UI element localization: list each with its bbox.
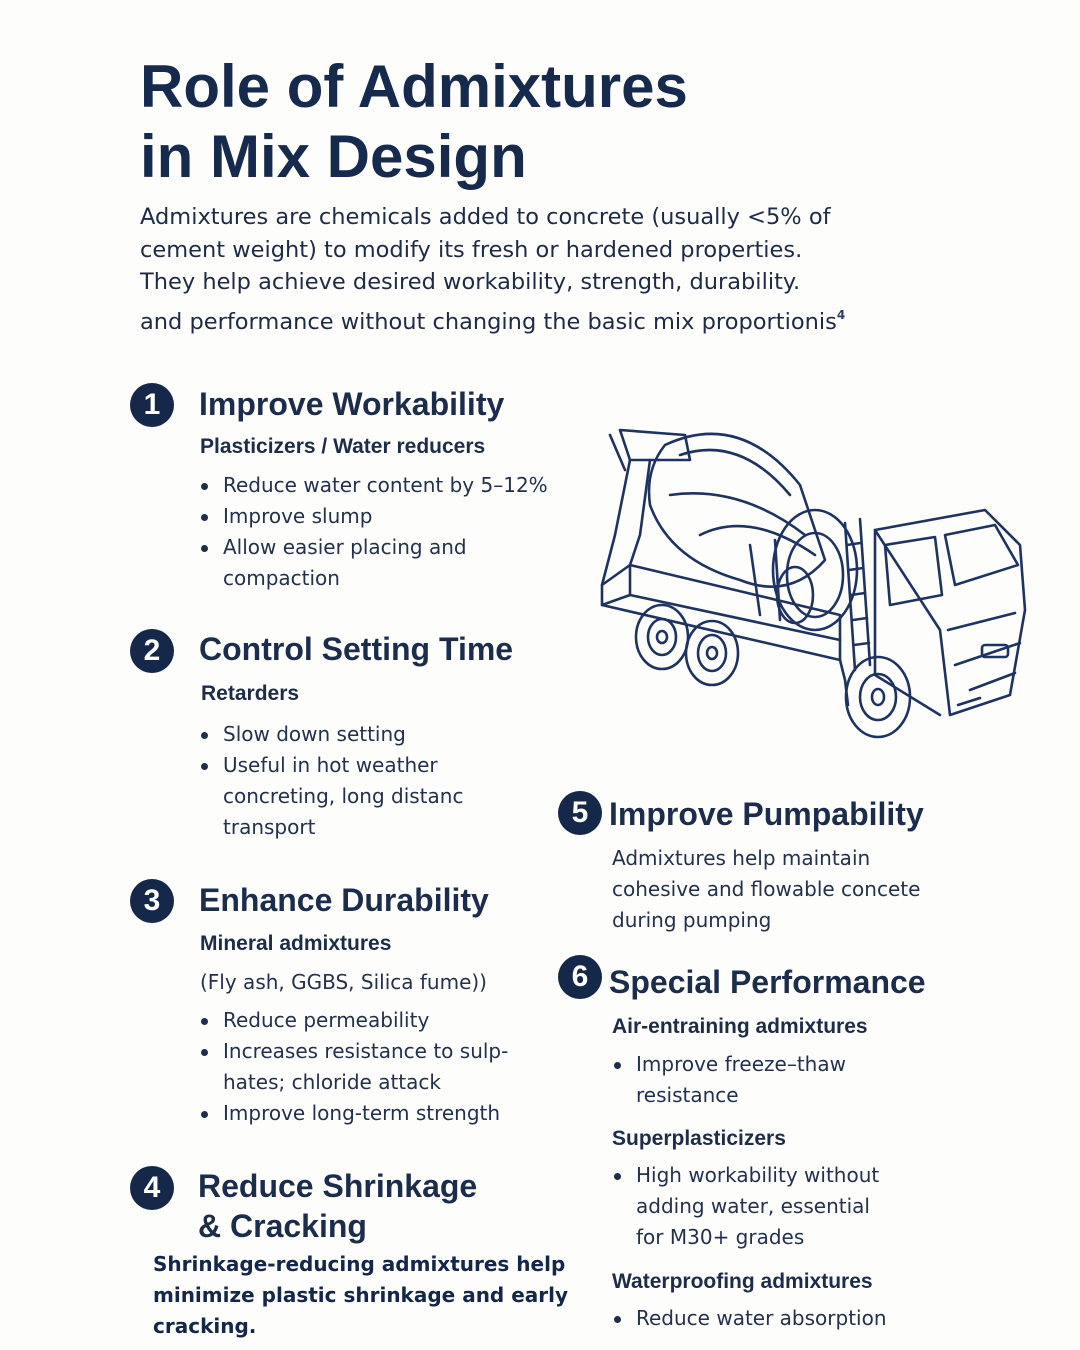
list-item: Slow down setting [201, 719, 463, 750]
section-heading: Enhance Durability [199, 882, 489, 918]
intro-line: and performance without changing the bas… [140, 299, 900, 339]
number-badge-2: 2 [130, 629, 174, 673]
footnote-marker: 4 [836, 307, 846, 322]
intro-paragraph: Admixtures are chemicals added to concre… [140, 201, 900, 338]
section-heading: Reduce Shrinkage [198, 1168, 478, 1204]
section-heading: Control Setting Time [199, 631, 514, 667]
title-line-2: in Mix Design [140, 123, 527, 190]
list-item: Reduce permeability [201, 1005, 508, 1036]
number-badge-5: 5 [558, 791, 602, 835]
section-subheading: Mineral admixtures [200, 932, 392, 955]
section-heading: Special Performance [609, 964, 926, 1000]
number-badge-1: 1 [130, 383, 174, 427]
section-body: Admixtures help maintain cohesive and fl… [612, 846, 921, 932]
list-item: Reduce water content by 5–12% [201, 470, 548, 501]
intro-last-line-text: and performance without changing the bas… [140, 308, 837, 335]
number-badge-4: 4 [130, 1166, 174, 1210]
intro-line: cement weight) to modify its fresh or ha… [140, 236, 803, 263]
concrete-mixer-truck-icon [600, 428, 1027, 739]
section-heading: Improve Pumpability [609, 796, 924, 832]
intro-line: They help achieve desired workability, s… [140, 269, 801, 295]
section-subheading: Superplasticizers [612, 1127, 786, 1150]
number-badge-6: 6 [558, 955, 602, 999]
page-title: Role of Admixtures in Mix Design [140, 52, 940, 192]
section-subheading: Retarders [201, 682, 300, 705]
intro-line: Admixtures are chemicals added to concre… [140, 204, 831, 230]
section-body: Shrinkage-reducing admixtures help minim… [153, 1252, 569, 1338]
section-heading-line-2: & Cracking [198, 1208, 367, 1244]
section-subheading: Plasticizers / Water reducers [200, 435, 486, 458]
list-item: Increases resistance to sulp-hates; chlo… [201, 1036, 508, 1098]
bullet-list: Reduce water content by 5–12% Improve sl… [201, 470, 548, 594]
list-item: Improve long-term strength [201, 1098, 508, 1129]
section-subheading: Waterproofing admixtures [612, 1270, 873, 1293]
title-line-1: Role of Admixtures [140, 53, 688, 120]
list-item: Improve slump [201, 501, 548, 532]
section-heading: Improve Workability [199, 386, 505, 422]
list-item: Reduce water absorption [614, 1303, 887, 1334]
number-badge-3: 3 [130, 879, 174, 923]
bullet-list: Reduce permeability Increases resistance… [201, 1005, 508, 1129]
section-subheading: Air-entraining admixtures [612, 1015, 868, 1038]
section-note: (Fly ash, GGBS, Silica fume)) [200, 970, 487, 994]
bullet-list: Reduce water absorption [614, 1303, 887, 1334]
